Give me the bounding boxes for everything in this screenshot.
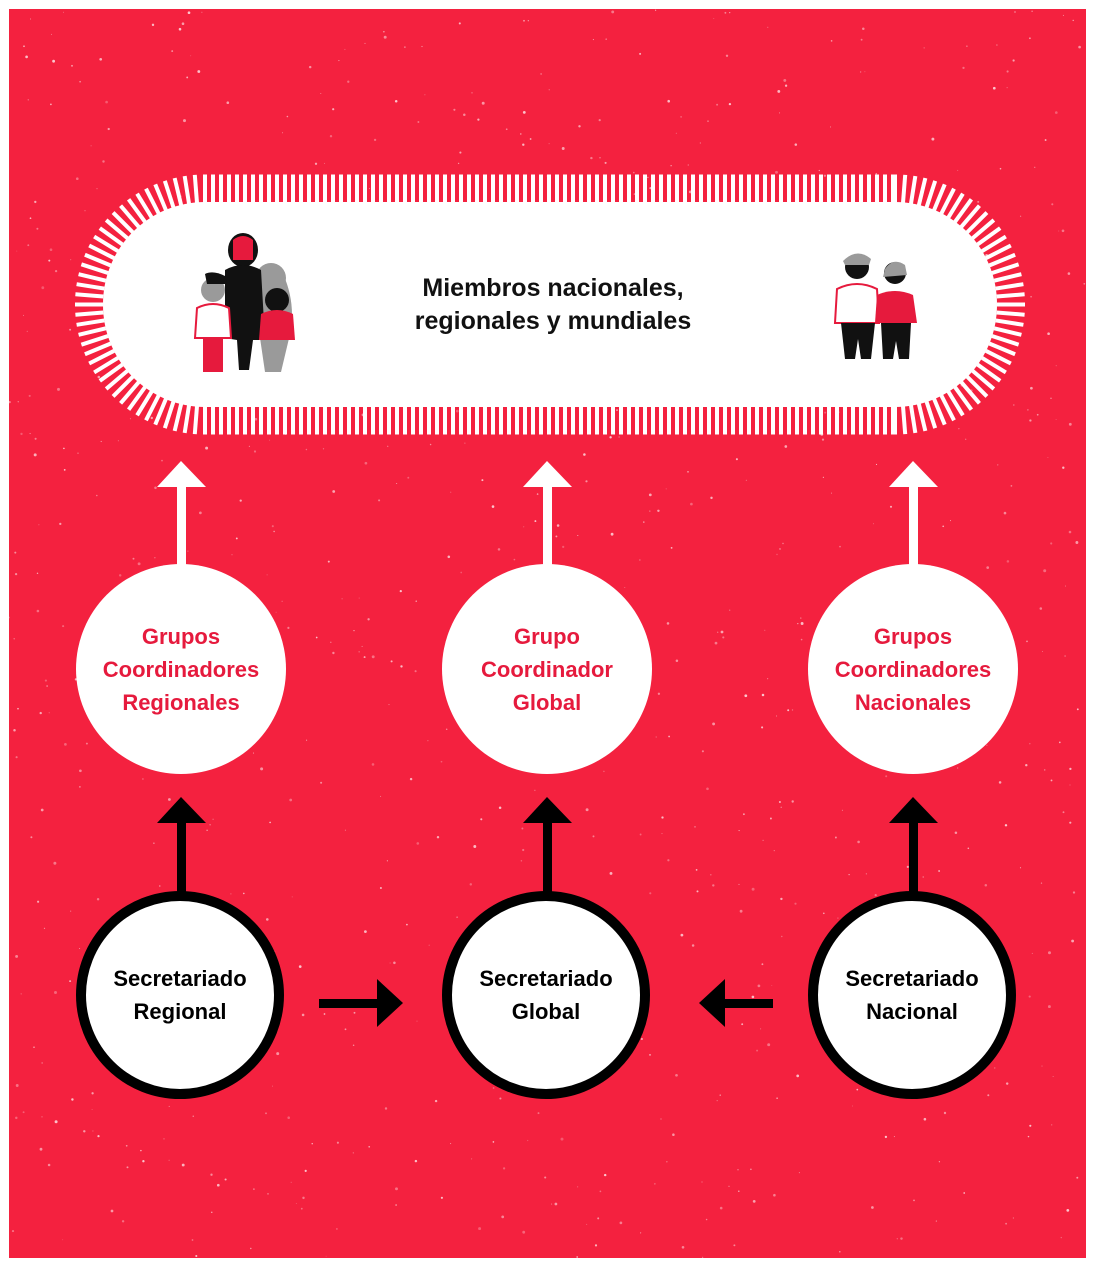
node-text-line: Nacional [866, 999, 958, 1024]
people-group-right-icon [833, 253, 917, 359]
node-text-line: Coordinadores [834, 656, 992, 682]
node-global-secretariat: Secretariado Global [442, 891, 650, 1099]
node-text-line: Secretariado [113, 966, 247, 991]
node-text-line: Regionales [122, 689, 240, 715]
people-group-left-icon [193, 233, 295, 372]
node-regional-secretariat: Secretariado Regional [76, 891, 284, 1099]
node-text-line: Grupos [873, 623, 953, 649]
arrow-global-secretariat-to-coordinator [523, 797, 572, 909]
node-global-coordinator: Grupo Coordinador Global [442, 564, 652, 774]
node-text-line: Global [511, 999, 581, 1024]
node-text-line: Secretariado [845, 966, 979, 991]
node-national-secretariat: Secretariado Nacional [808, 891, 1016, 1099]
node-regional-coordinators: Grupos Coordinadores Regionales [76, 564, 286, 774]
arrow-regional-to-global-secretariat [319, 979, 403, 1027]
node-national-coordinators: Grupos Coordinadores Nacionales [808, 564, 1018, 774]
node-text-line: Coordinadores [102, 656, 260, 682]
arrow-national-coordinators-to-members [889, 461, 938, 594]
members-pill-shape [75, 174, 1025, 435]
node-text-line: Coordinador [481, 656, 613, 682]
node-text-line: Grupo [514, 623, 580, 649]
arrow-global-coordinator-to-members [523, 461, 572, 594]
node-text-line: Grupos [141, 623, 221, 649]
arrow-national-secretariat-to-coordinators [889, 797, 938, 909]
members-label: Miembros nacionales, regionales y mundia… [413, 272, 693, 338]
arrows-layer [157, 461, 938, 1027]
node-text-line: Regional [133, 999, 227, 1024]
diagram-background: Miembros nacionales, regionales y mundia… [9, 9, 1086, 1258]
members-node: Miembros nacionales, regionales y mundia… [73, 172, 1027, 437]
members-label-line2: regionales y mundiales [414, 307, 692, 335]
node-text-line: Global [512, 689, 582, 715]
arrow-regional-coordinators-to-members [157, 461, 206, 594]
node-text-line: Secretariado [479, 966, 613, 991]
arrow-regional-secretariat-to-coordinators [157, 797, 206, 909]
members-label-line1: Miembros nacionales, [422, 274, 684, 302]
node-text-line: Nacionales [854, 689, 972, 715]
arrow-national-to-global-secretariat [699, 979, 773, 1027]
